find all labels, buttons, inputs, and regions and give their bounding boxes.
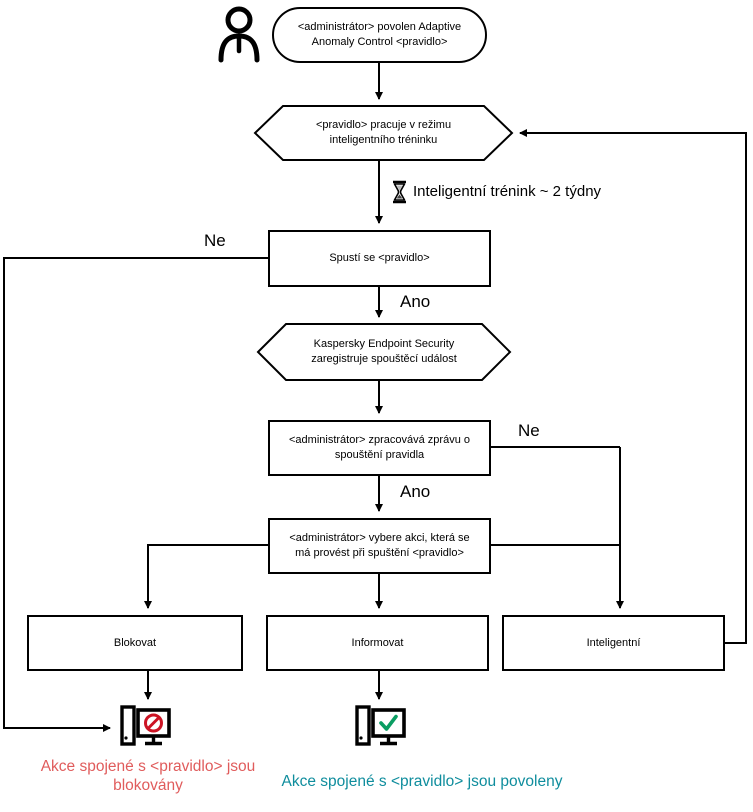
training-note-label: Inteligentní trénink ~ 2 týdny [413,183,602,200]
action-smart-node: Inteligentní [502,615,725,671]
admin-selects-label: <administrátor> vybere akci, která se má… [289,532,470,559]
training-note: Inteligentní trénink ~ 2 týdny [413,183,601,200]
action-smart-label: Inteligentní [586,636,641,649]
action-inform-node: Informovat [266,615,489,671]
hexagon-register-label: Kaspersky Endpoint Security zaregistruje… [311,338,457,365]
edge-label-ano-2: Ano [400,482,431,501]
outcome-allowed-text: Akce spojené s <pravidlo> jsou povoleny [281,773,563,790]
start-node: <administrátor> povolen Adaptive Anomaly… [272,7,487,63]
action-inform-label: Informovat [351,636,404,649]
prohibition-icon [144,713,163,733]
rule-triggers-node: Spustí se <pravidlo> [268,230,491,287]
person-icon [218,6,260,63]
edge-label-ano-1: Ano [400,292,431,311]
edge-label-ne-right: Ne [518,421,540,440]
connector-block-branch [144,544,268,700]
outcome-blocked-text: Akce spojené s <pravidlo> jsou blokovány [40,758,256,795]
hexagon-register-shape [256,323,512,381]
connector-feedback-loop [519,129,747,644]
pc-allowed-icon [355,705,406,746]
action-block-label: Blokovat [113,636,157,649]
connector-no-left-loop [3,257,268,732]
action-block-node: Blokovat [27,615,243,671]
hexagon-training: <pravidlo> pracuje v režimu inteligentní… [255,106,512,160]
edge-label-ne-left: Ne [204,231,226,250]
pc-blocked-icon [120,705,171,746]
hourglass-icon [393,180,406,204]
hexagon-register: Kaspersky Endpoint Security zaregistruje… [258,324,510,380]
connector-smart-branch [491,446,624,609]
admin-processes-node: <administrátor> zpracovává zprávu o spou… [268,420,491,476]
hexagon-training-label: <pravidlo> pracuje v režimu inteligentní… [315,119,452,146]
check-icon [379,714,398,731]
start-node-label: <administrátor> povolen Adaptive Anomaly… [297,21,462,48]
admin-selects-node: <administrátor> vybere akci, která se má… [268,518,491,574]
rule-triggers-label: Spustí se <pravidlo> [329,252,430,265]
admin-processes-label: <administrátor> zpracovává zprávu o spou… [289,434,470,461]
hexagon-training-shape [253,105,514,161]
